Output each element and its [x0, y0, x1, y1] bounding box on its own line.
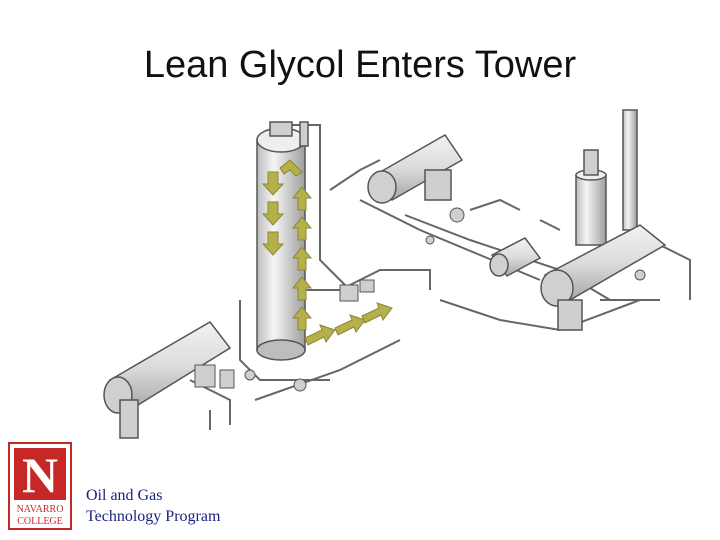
navarro-college-logo: N NAVARRO COLLEGE: [8, 442, 72, 530]
caption-line2: Technology Program: [86, 508, 221, 525]
logo-letter: N: [22, 447, 58, 503]
glycol-flow-path: [261, 159, 393, 346]
valves-and-fittings: [194, 207, 646, 392]
logo-line2: COLLEGE: [17, 516, 63, 527]
caption-line1: Oil and Gas: [86, 487, 163, 504]
logo-line1: NAVARRO: [17, 504, 64, 515]
program-caption: Oil and Gas Technology Program: [86, 485, 220, 527]
reboiler-vessel: [540, 224, 667, 331]
flash-tank: [489, 237, 542, 277]
lower-horizontal-vessel: [103, 321, 232, 439]
slide-title: Lean Glycol Enters Tower: [143, 44, 577, 86]
reboiler-still-column: [575, 109, 638, 246]
heat-exchanger-vessel: [367, 134, 464, 204]
